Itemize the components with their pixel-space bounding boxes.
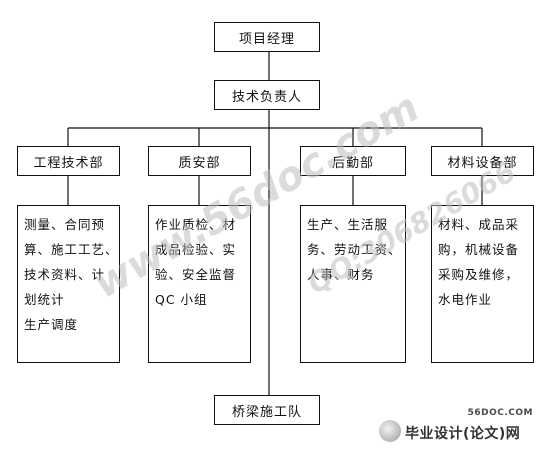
- logistics-duties-box: 生产、生活服 务、劳动工资、 人事、财务: [300, 205, 406, 363]
- engineering-duties-box: 测量、合同预 算、施工工艺、 技术资料、计 划统计 生产调度: [17, 205, 120, 363]
- materials-duties-box: 材料、成品采 购，机械设备 采购及维修， 水电作业: [431, 205, 534, 363]
- duty-line: 采购及维修，: [438, 267, 520, 282]
- tech-lead-box: 技术负责人: [214, 80, 320, 110]
- logo-text: 毕业设计(论文)网: [405, 426, 521, 442]
- duty-line: 生产调度: [24, 317, 79, 332]
- quality-duties-box: 作业质检、材 成品检验、实 验、安全监督 QC 小组: [148, 205, 251, 363]
- bridge-construction-team-box: 桥梁施工队: [214, 395, 320, 425]
- duty-line: 务、劳动工资、: [307, 242, 402, 257]
- engineering-dept-box: 工程技术部: [17, 146, 120, 176]
- logo-url-text: 56DOC.COM: [467, 408, 533, 418]
- duty-line: 测量、合同预: [24, 217, 106, 232]
- duty-line: 验、安全监督: [155, 267, 237, 282]
- quality-safety-dept-box: 质安部: [148, 146, 251, 176]
- duty-line: QC 小组: [155, 292, 208, 307]
- duty-line: 成品检验、实: [155, 242, 237, 257]
- logo-mark-icon: [379, 420, 401, 442]
- logistics-dept-box: 后勤部: [300, 146, 406, 176]
- duty-line: 生产、生活服: [307, 217, 389, 232]
- project-manager-box: 项目经理: [214, 22, 320, 52]
- duty-line: 水电作业: [438, 292, 493, 307]
- duty-line: 材料、成品采: [438, 217, 520, 232]
- duty-line: 算、施工工艺、: [24, 242, 119, 257]
- duty-line: 购，机械设备: [438, 242, 520, 257]
- materials-dept-box: 材料设备部: [431, 146, 534, 176]
- duty-line: 技术资料、计: [24, 267, 106, 282]
- site-logo: 56DOC.COM 毕业设计(论文)网: [373, 408, 533, 448]
- duty-line: 划统计: [24, 292, 65, 307]
- duty-line: 作业质检、材: [155, 217, 237, 232]
- duty-line: 人事、财务: [307, 267, 375, 282]
